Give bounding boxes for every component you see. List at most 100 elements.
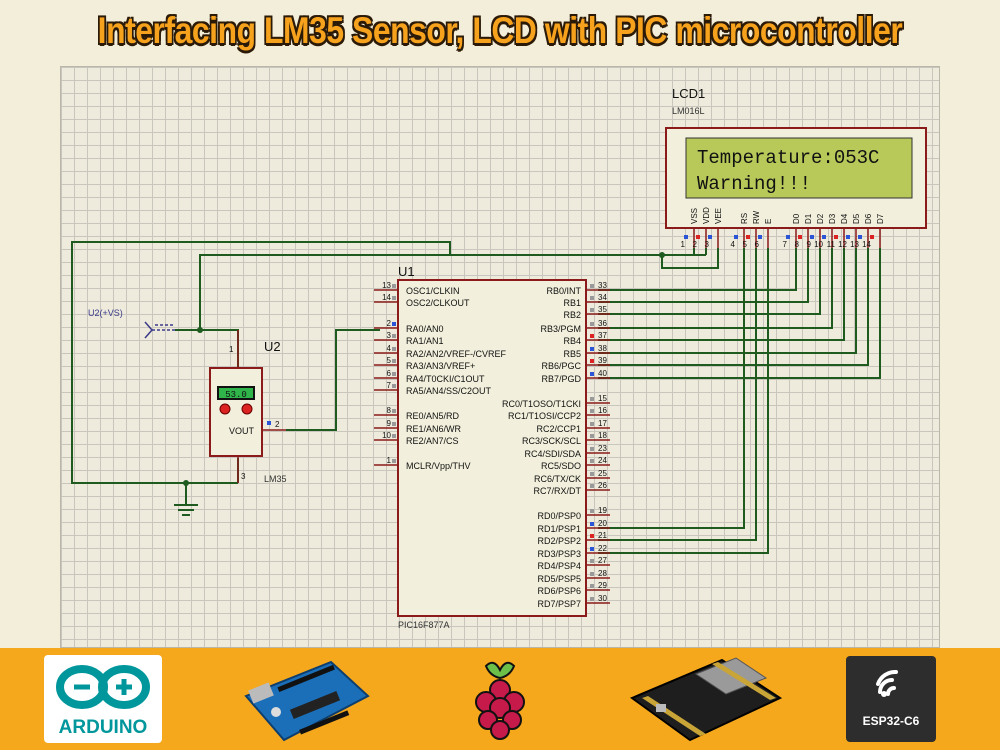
lcd-pin-number: 7 — [783, 240, 788, 249]
lm35-vout-label: VOUT — [229, 426, 255, 436]
lcd-pin-label: D4 — [840, 213, 849, 224]
pic-body — [397, 279, 587, 617]
pin-state-indicator — [392, 359, 396, 363]
mcu-pin-name: RC0/T1OSO/T1CKI — [502, 399, 581, 409]
mcu-pin-name: OSC2/CLKOUT — [406, 298, 470, 308]
mcu-pin-name: RB4 — [563, 336, 581, 346]
pin-state-indicator — [590, 447, 594, 451]
mcu-pin-number: 25 — [598, 469, 607, 478]
pin-state-indicator — [590, 459, 594, 463]
lcd-pin-number: 2 — [693, 240, 698, 249]
mcu-pin-name: RD0/PSP0 — [537, 511, 581, 521]
pin-state-indicator — [822, 235, 826, 239]
pin-state-indicator — [590, 322, 594, 326]
pin-state-indicator — [392, 284, 396, 288]
wire-vout-ra0 — [286, 329, 380, 431]
wire-e — [598, 248, 769, 554]
page-title: Interfacing LM35 Sensor, LCD with PIC mi… — [97, 10, 903, 51]
pin-state-indicator — [798, 235, 802, 239]
wire-rs — [598, 248, 745, 529]
mcu-pin-number: 23 — [598, 444, 607, 453]
mcu-pin-number: 33 — [598, 281, 607, 290]
mcu-pin-number: 30 — [598, 594, 607, 603]
pin-state-indicator — [684, 235, 688, 239]
supply-label: U2(+VS) — [88, 308, 123, 318]
mcu-pin-number: 24 — [598, 456, 607, 465]
lm35-display-value[interactable]: 53.0 — [225, 390, 247, 400]
mcu-pin-number: 9 — [387, 419, 392, 428]
decrease-temp-button[interactable] — [219, 403, 231, 415]
mcu-ref: U1 — [398, 264, 415, 279]
mcu-pin-name: RA2/AN2/VREF-/CVREF — [406, 349, 507, 359]
mcu-pin-name: RE1/AN6/WR — [406, 424, 462, 434]
wire-d5 — [598, 248, 857, 354]
wire-d2 — [598, 248, 821, 315]
mcu-pin-number: 37 — [598, 331, 607, 340]
mcu-pin-name: RC1/T1OSI/CCP2 — [508, 411, 581, 421]
mcu-pin-number: 26 — [598, 481, 607, 490]
mcu-pin-number: 6 — [387, 369, 392, 378]
pin-state-indicator — [392, 322, 396, 326]
lcd-pin-number: 5 — [743, 240, 748, 249]
pin-state-indicator — [392, 296, 396, 300]
lcd-ref: LCD1 — [672, 86, 705, 101]
mcu-pin-number: 8 — [387, 406, 392, 415]
lcd-pin-number: 10 — [814, 240, 823, 249]
mcu-pin-number: 13 — [382, 281, 391, 290]
junction-dot — [183, 480, 189, 486]
mcu-pin-name: RD5/PSP5 — [537, 574, 581, 584]
mcu-pin-name: RA1/AN1 — [406, 336, 444, 346]
pin-state-indicator — [590, 472, 594, 476]
wire-d0 — [598, 248, 797, 291]
sensor-pin-1: 1 — [229, 345, 234, 354]
lcd-line-2: Warning!!! — [697, 173, 811, 195]
increase-temp-button[interactable] — [241, 403, 253, 415]
arduino-infinity-icon — [56, 665, 150, 709]
sensor-model: LM35 — [264, 474, 287, 484]
lcd-pins: VSS1VDD2VEE3RS4RW5E6D07D18D29D310D411D51… — [681, 207, 885, 249]
lcd-pin-label: E — [764, 219, 773, 224]
mcu-pin-name: RD2/PSP2 — [537, 536, 581, 546]
mcu-pin-name: RB2 — [563, 310, 581, 320]
pin-state-indicator — [590, 434, 594, 438]
mcu-pin-name: RC4/SDI/SDA — [524, 449, 581, 459]
mcu-pin-number: 2 — [387, 319, 392, 328]
mcu-pin-number: 29 — [598, 581, 607, 590]
pin-state-indicator — [392, 409, 396, 413]
mcu-pin-name: RE2/AN7/CS — [406, 436, 459, 446]
lcd-pin-number: 9 — [807, 240, 812, 249]
junction-dot — [197, 327, 203, 333]
pin-state-indicator — [590, 409, 594, 413]
lcd-pin-label: RS — [740, 213, 749, 224]
lcd-pin-label: RW — [752, 210, 761, 224]
esp32-board-image — [629, 657, 783, 742]
pin-state-indicator — [392, 434, 396, 438]
mcu-pin-number: 21 — [598, 531, 607, 540]
esp32-c6-chip: ESP32-C6 — [846, 656, 936, 742]
lcd-line-1: Temperature:053C — [697, 147, 879, 169]
lcd-pin-number: 14 — [862, 240, 871, 249]
mcu-pin-name: RD7/PSP7 — [537, 599, 581, 609]
footer-banner: ARDUINO — [0, 648, 1000, 750]
mcu-pin-name: MCLR/Vpp/THV — [406, 461, 471, 471]
pin-state-indicator — [696, 235, 700, 239]
mcu-pin-name: RB3/PGM — [540, 324, 581, 334]
pin-state-indicator — [746, 235, 750, 239]
mcu-pin-name: RD3/PSP3 — [537, 549, 581, 559]
lcd-model: LM016L — [672, 106, 705, 116]
pin-state-indicator — [590, 334, 594, 338]
mcu-pin-name: OSC1/CLKIN — [406, 286, 460, 296]
pin-state-indicator — [590, 509, 594, 513]
lcd-pin-number: 13 — [850, 240, 859, 249]
mcu-pin-number: 3 — [387, 331, 392, 340]
mcu-pin-number: 5 — [387, 356, 392, 365]
lcd-pin-number: 8 — [795, 240, 800, 249]
lm35-body — [209, 367, 263, 457]
lcd-pin-label: D7 — [876, 213, 885, 224]
mcu-pin-number: 18 — [598, 431, 607, 440]
mcu-pin-number: 10 — [382, 431, 391, 440]
pin-state-indicator — [590, 296, 594, 300]
wire-vdd-supply — [199, 254, 706, 330]
mcu-pin-number: 16 — [598, 406, 607, 415]
sensor-pin-2: 2 — [275, 420, 280, 429]
